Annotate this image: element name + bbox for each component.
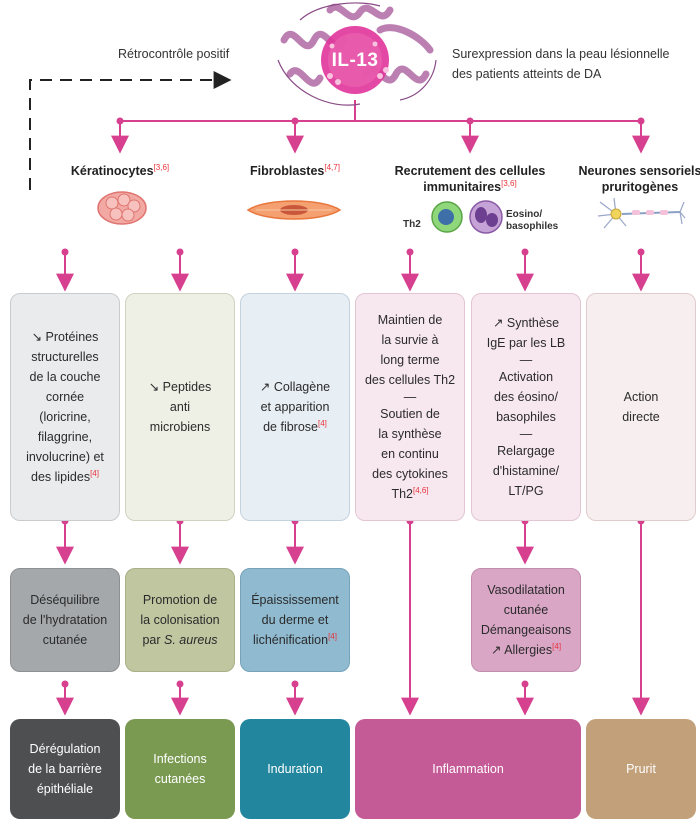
outcome-arrows [56,680,534,716]
th2-label: Th2 [403,219,421,230]
outcome-barrier-dysregulation: Dérégulation de la barrière épithéliale [10,719,120,819]
il13-badge: IL-13 [331,50,379,71]
category-immune-recruitment: Recrutement des cellules immunitaires[3,… [394,164,546,194]
outcome-skin-infections: Infections cutanées [125,719,235,819]
eosino-basophils-label: Eosino/ basophiles [506,209,559,232]
mechanism-th2-survival: Maintien de la survie à long terme des c… [355,293,465,521]
outcome-inflammation: Inflammation [355,719,581,819]
eosinophil-cell-icon [469,200,503,234]
mechanism-antimicrobial-peptides: ↘ Peptides anti microbiens [125,293,235,521]
il13-protein-illustration [277,2,437,106]
mechanism-collagen-fibrosis: ↗ Collagène et apparition de fibrose[4] [240,293,350,521]
effect-vasodilatation: Vasodilatation cutanée Démangeaisons ↗ A… [471,568,581,672]
sensory-neuron-icon [597,197,686,229]
mechanism-ige-histamine: ↗ Synthèse IgE par les LB — Activation d… [471,293,581,521]
mechanism-keratinocyte-proteins: ↘ Protéines structurelles de la couche c… [10,293,120,521]
category-fibroblasts: Fibroblastes[4,7] [250,162,340,178]
overexpression-label: Surexpression dans la peau lésionnelle d… [452,47,670,81]
effect-colonisation: Promotion de la colonisation par S. aure… [125,568,235,672]
keratinocyte-cells-icon [97,191,147,225]
mechanism-arrows [56,248,650,292]
branch-dots [116,117,645,125]
feedback-dashed-line [29,71,232,190]
fibroblast-cell-icon [246,200,342,220]
category-sensory-neurons: Neurones sensoriels pruritogènes [578,164,700,194]
category-keratinocytes: Kératinocytes[3,6] [70,162,170,178]
mechanism-direct-action: Action directe [586,293,696,521]
outcome-pruritus: Prurit [586,719,696,819]
branch-lines [111,100,650,154]
outcome-induration: Induration [240,719,350,819]
effect-thickening: Épaississement du derme et lichénificati… [240,568,350,672]
feedback-label: Rétrocontrôle positif [118,47,230,61]
th2-cell-icon [431,201,463,233]
effect-hydration-imbalance: Déséquilibre de l'hydratation cutanée [10,568,120,672]
